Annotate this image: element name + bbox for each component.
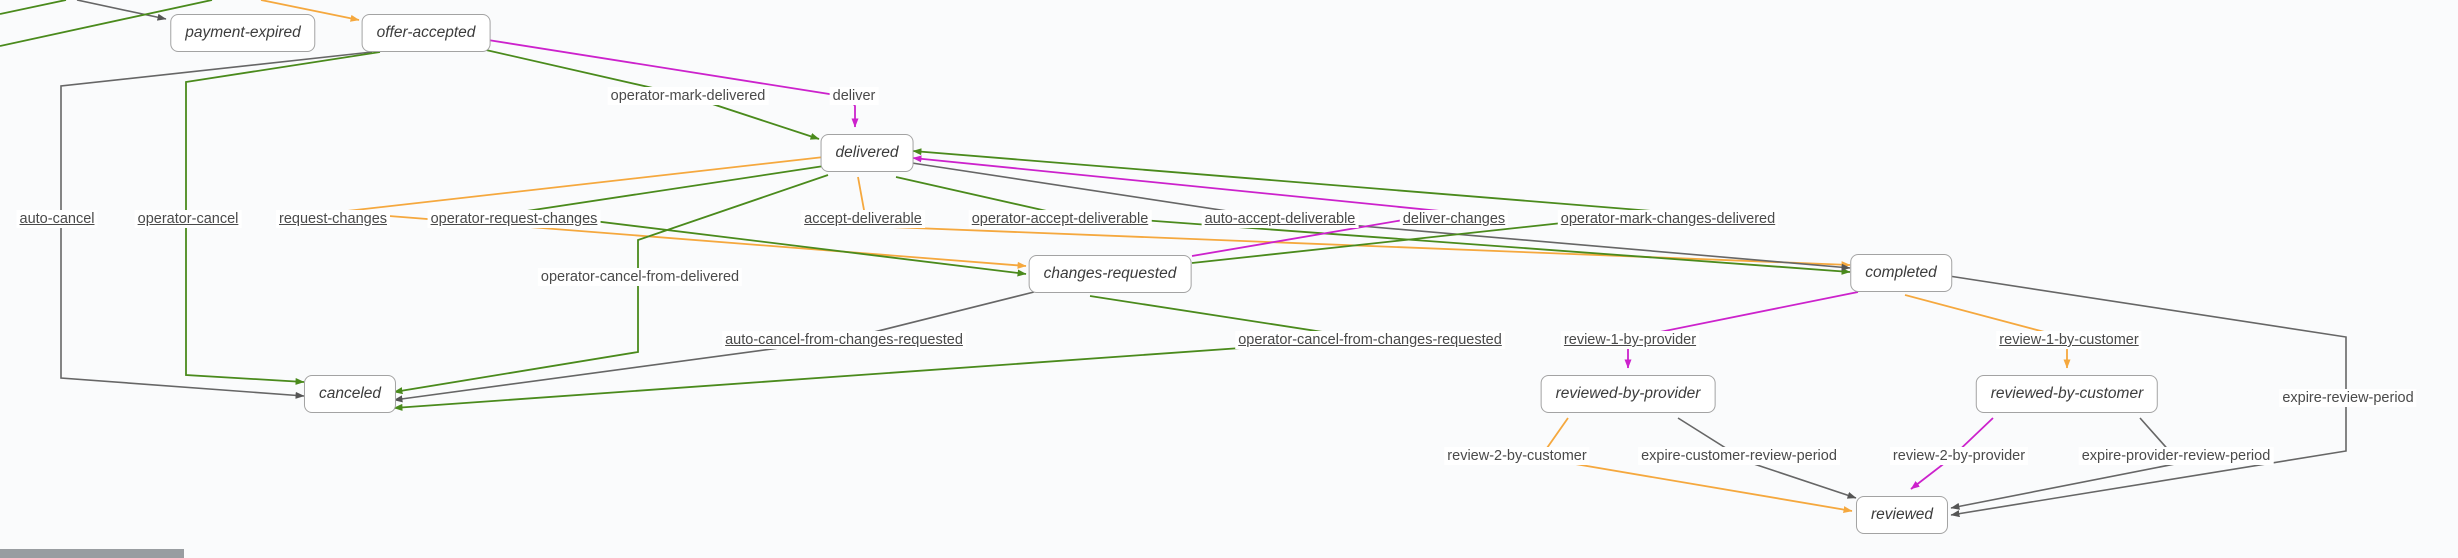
state-node-reviewed[interactable]: reviewed (1855, 496, 1949, 534)
state-node-delivered[interactable]: delivered (820, 134, 914, 172)
edge-offscreen-green-2 (0, 0, 67, 15)
state-node-offer-accepted[interactable]: offer-accepted (361, 14, 491, 52)
transition-label-operator-mark-delivered: operator-mark-delivered (607, 87, 769, 105)
transition-label-expire-provider-review-period: expire-provider-review-period (2078, 447, 2274, 465)
transition-label-operator-accept-deliverable[interactable]: operator-accept-deliverable (968, 210, 1152, 228)
edge-offscreen-green-1 (0, 0, 213, 47)
transition-label-operator-cancel-from-delivered: operator-cancel-from-delivered (537, 268, 743, 286)
transition-label-review-1-by-provider[interactable]: review-1-by-provider (1560, 331, 1700, 349)
edge-auto-cancel (60, 51, 373, 399)
edge-operator-cancel-from-changes-requested (393, 295, 1369, 411)
edge-into-offer-accepted (260, 0, 360, 22)
edge-deliver (487, 39, 859, 128)
state-node-reviewed-by-customer[interactable]: reviewed-by-customer (1975, 375, 2159, 413)
transition-label-auto-accept-deliverable[interactable]: auto-accept-deliverable (1201, 210, 1359, 228)
transition-label-operator-request-changes[interactable]: operator-request-changes (427, 210, 601, 228)
horizontal-scrollbar-thumb[interactable] (0, 549, 184, 558)
transition-label-auto-cancel-from-changes-requested[interactable]: auto-cancel-from-changes-requested (722, 331, 966, 349)
transition-label-operator-cancel[interactable]: operator-cancel (134, 210, 242, 228)
transition-label-auto-cancel[interactable]: auto-cancel (16, 210, 98, 228)
transition-label-deliver-changes[interactable]: deliver-changes (1399, 210, 1509, 228)
state-node-reviewed-by-provider[interactable]: reviewed-by-provider (1540, 375, 1716, 413)
transition-label-deliver: deliver (829, 87, 879, 105)
transition-label-review-2-by-provider: review-2-by-provider (1889, 447, 2029, 465)
edge-review-1-by-provider (1624, 291, 1859, 369)
transition-label-review-2-by-customer: review-2-by-customer (1444, 447, 1590, 465)
edge-operator-cancel (185, 51, 381, 385)
state-node-changes-requested[interactable]: changes-requested (1028, 255, 1192, 293)
edge-into-payment-expired (76, 0, 167, 21)
transition-label-operator-cancel-from-changes-requested[interactable]: operator-cancel-from-changes-requested (1235, 331, 1505, 349)
transition-label-review-1-by-customer[interactable]: review-1-by-customer (1996, 331, 2142, 349)
state-node-payment-expired[interactable]: payment-expired (170, 14, 316, 52)
edge-operator-cancel-from-delivered (393, 174, 829, 395)
transition-label-operator-mark-changes-delivered[interactable]: operator-mark-changes-delivered (1557, 210, 1779, 228)
state-node-canceled[interactable]: canceled (303, 375, 397, 413)
transition-label-request-changes[interactable]: request-changes (275, 210, 391, 228)
transition-label-accept-deliverable[interactable]: accept-deliverable (801, 210, 925, 228)
transition-label-expire-review-period: expire-review-period (2279, 389, 2417, 407)
state-node-completed[interactable]: completed (1850, 254, 1952, 292)
transition-label-expire-customer-review-period: expire-customer-review-period (1638, 447, 1840, 465)
